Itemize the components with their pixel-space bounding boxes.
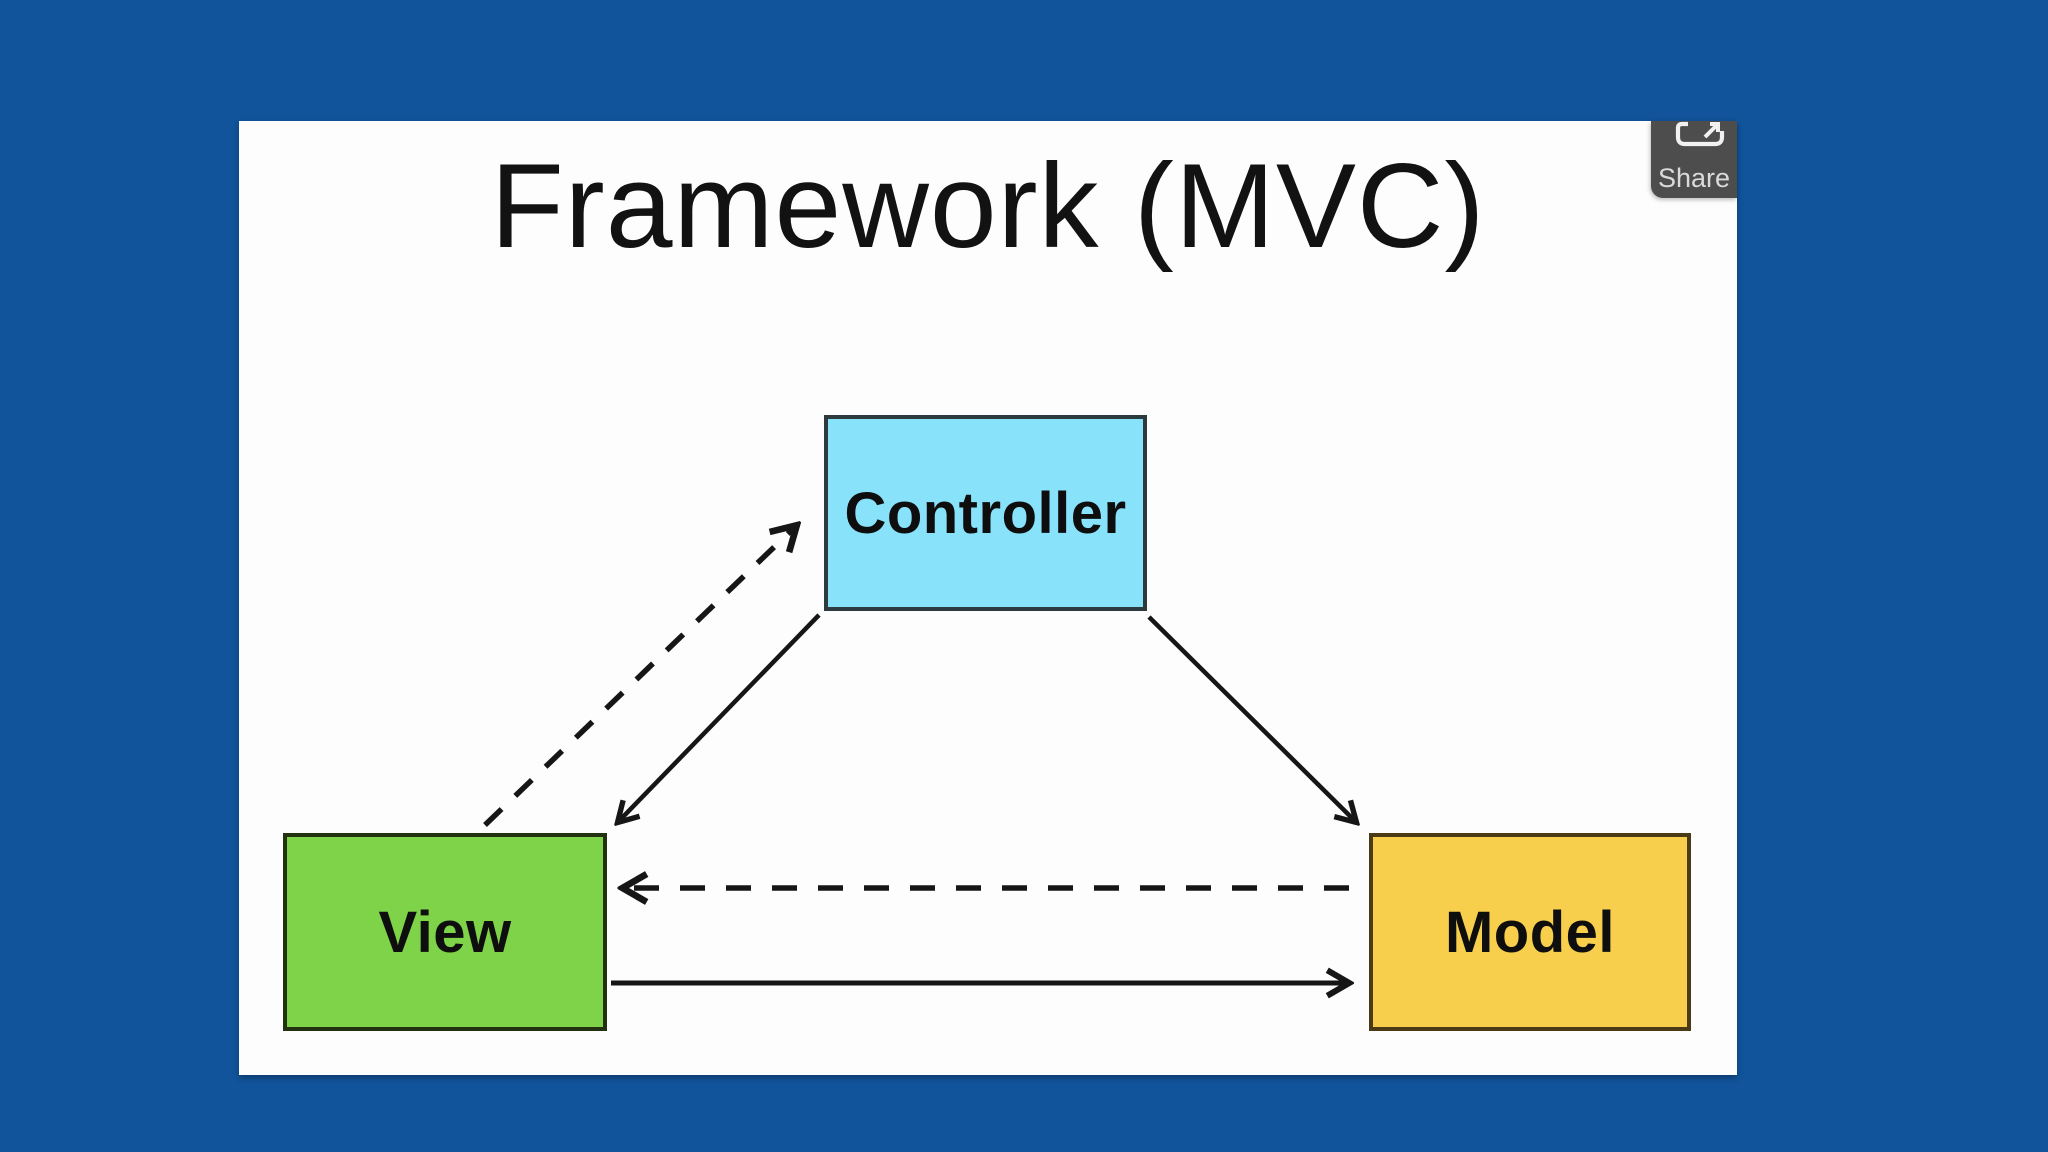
node-view-label: View bbox=[378, 899, 512, 965]
slide-title: Framework (MVC) bbox=[490, 139, 1486, 273]
share-button[interactable]: Share bbox=[1651, 121, 1737, 198]
node-controller: Controller bbox=[824, 415, 1147, 611]
node-model-label: Model bbox=[1444, 899, 1616, 965]
slide-canvas: Framework (MVC) Controller View Model bbox=[239, 121, 1737, 1075]
edge-controller-to-view-solid bbox=[619, 613, 821, 821]
share-export-icon bbox=[1675, 121, 1725, 147]
node-view: View bbox=[283, 833, 607, 1031]
node-model: Model bbox=[1369, 833, 1691, 1031]
share-button-label: Share bbox=[1657, 163, 1731, 193]
edge-view-to-controller-dashed bbox=[483, 527, 795, 827]
edge-controller-to-model-solid bbox=[1147, 615, 1355, 821]
node-controller-label: Controller bbox=[844, 480, 1127, 546]
